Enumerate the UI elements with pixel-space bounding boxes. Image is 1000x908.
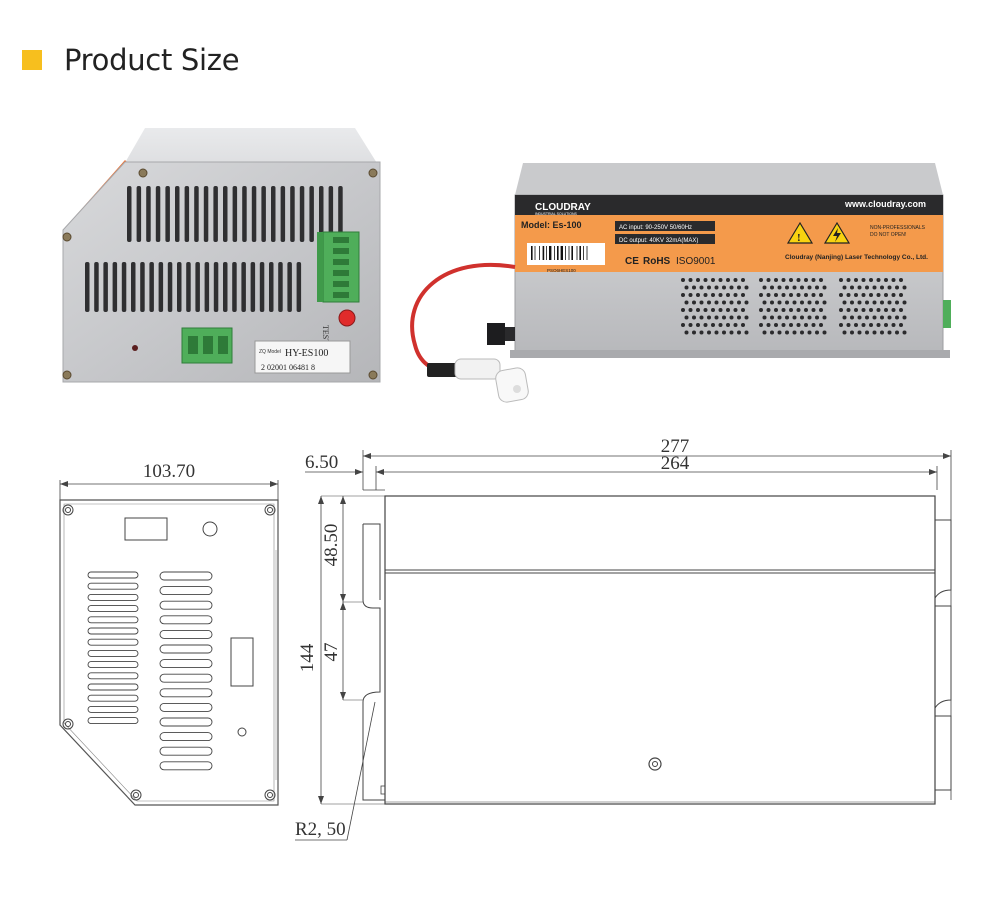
- top-height-dimension: 48.50: [321, 524, 342, 567]
- ac-terminal-block: [181, 327, 233, 364]
- front-view-drawing: 103.70: [59, 461, 279, 806]
- brand-text: CLOUDRAY: [535, 202, 591, 213]
- side-view-drawing: 277 264 6.50 144 48.50 47 R2, 50: [295, 436, 952, 841]
- model-sticker: ZQ Model HY-ES100 2 02001 06481 8: [254, 340, 351, 374]
- side-terminal: [943, 300, 951, 328]
- cable-boot: [427, 363, 457, 377]
- side-body-outline: [384, 495, 936, 805]
- header-marker-icon: [22, 50, 42, 70]
- drawing-vent-slots: [87, 571, 213, 771]
- right-flange: [934, 519, 952, 791]
- svg-text:HY-ES100: HY-ES100: [285, 348, 328, 359]
- svg-text:ISO9001: ISO9001: [676, 256, 716, 267]
- total-height-dimension: 144: [297, 643, 318, 672]
- output-terminal-block: [317, 231, 360, 303]
- hv-cable: [410, 262, 516, 372]
- hv-connector: [454, 358, 529, 403]
- high-voltage-icon: [823, 221, 851, 244]
- svg-text:CE: CE: [625, 256, 639, 267]
- indicator-led: [132, 345, 138, 351]
- flange-dimension: 6.50: [305, 452, 338, 473]
- drawing-ac-cutout: [230, 637, 254, 687]
- body-length-dimension: 264: [661, 453, 690, 474]
- front-outline: [59, 499, 279, 806]
- drawing-led-hole: [237, 727, 247, 737]
- side-vent-grids: [681, 278, 907, 335]
- test-label: TEST: [321, 325, 330, 344]
- svg-text:PSO6HES100: PSO6HES100: [547, 268, 576, 273]
- drawing-terminal-cutout: [124, 517, 168, 541]
- drawing-knob-hole: [648, 757, 662, 771]
- page-title: Product Size: [64, 43, 240, 77]
- bottom-flange: [510, 350, 950, 358]
- section-header: Product Size: [22, 40, 240, 80]
- top-vent-slots: [127, 186, 343, 242]
- potentiometer-knob: [487, 323, 505, 345]
- front-product-photo: TEST ZQ Model HY-ES100 2 02001 06481 8: [62, 128, 381, 383]
- drawing-button-hole: [202, 521, 218, 537]
- radius-dimension: R2, 50: [295, 819, 346, 840]
- svg-text:RoHS: RoHS: [643, 256, 671, 267]
- label-top-band: [515, 195, 943, 215]
- svg-text:2 02001 06481 8: 2 02001 06481 8: [261, 363, 315, 372]
- serial-barcode: PSO6HES100: [527, 243, 605, 273]
- top-face: [85, 128, 380, 232]
- website-text: www.cloudray.com: [844, 199, 926, 209]
- warning-icon: !: [786, 221, 814, 244]
- side-product-photo: CLOUDRAY INDUSTRIAL SOLUTIONS www.cloudr…: [410, 163, 951, 403]
- svg-text:ZQ Model: ZQ Model: [259, 349, 281, 355]
- slot-height-dimension: 47: [321, 643, 342, 662]
- side-top-face: [515, 163, 943, 195]
- svg-text:DC output: 40KV 32mA(MAX): DC output: 40KV 32mA(MAX): [619, 238, 698, 244]
- svg-text:INDUSTRIAL SOLUTIONS: INDUSTRIAL SOLUTIONS: [535, 212, 578, 216]
- drawing-screw-icons: [62, 504, 276, 801]
- width-dimension: 103.70: [143, 461, 195, 482]
- svg-text:AC input: 90-250V 50/60Hz: AC input: 90-250V 50/60Hz: [619, 225, 692, 231]
- model-text: Model: Es-100: [521, 220, 582, 230]
- total-length-dimension: 277: [661, 436, 690, 457]
- svg-text:!: !: [797, 232, 801, 244]
- company-text: Cloudray (Nanjing) Laser Technology Co.,…: [785, 254, 928, 261]
- screw-icons: [62, 168, 378, 380]
- bottom-vent-slots: [85, 262, 302, 312]
- test-button: [338, 309, 356, 327]
